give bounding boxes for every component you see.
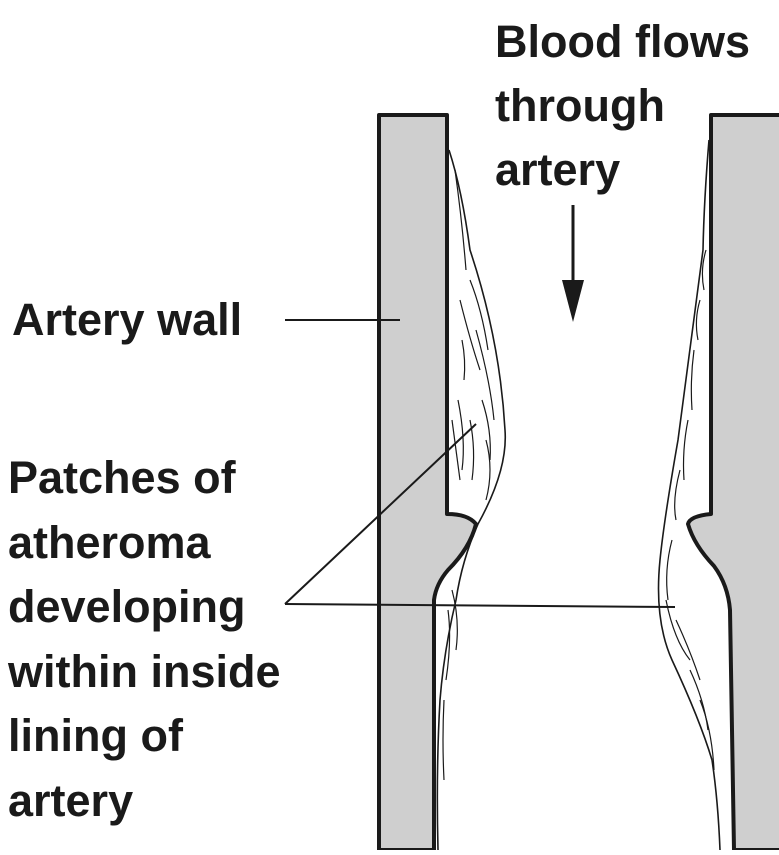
blood-flow-arrow (562, 205, 584, 322)
patches-leader-lines (285, 424, 675, 607)
patches-label-line: developing (8, 575, 281, 640)
blood-flow-label-line: through (495, 74, 750, 138)
right-patch-texture (666, 250, 714, 770)
patches-label-line: lining of (8, 704, 281, 769)
blood-flow-label: Blood flows through artery (495, 10, 750, 202)
atheroma-patches-label: Patches of atheroma developing within in… (8, 446, 281, 833)
left-patch-texture (443, 170, 494, 780)
blood-flow-label-line: artery (495, 138, 750, 202)
patches-label-line: artery (8, 769, 281, 834)
patches-label-line: atheroma (8, 511, 281, 576)
patches-label-line: within inside (8, 640, 281, 705)
right-artery-wall (688, 115, 779, 850)
blood-flow-label-line: Blood flows (495, 10, 750, 74)
patches-label-line: Patches of (8, 446, 281, 511)
artery-wall-label: Artery wall (12, 290, 242, 350)
